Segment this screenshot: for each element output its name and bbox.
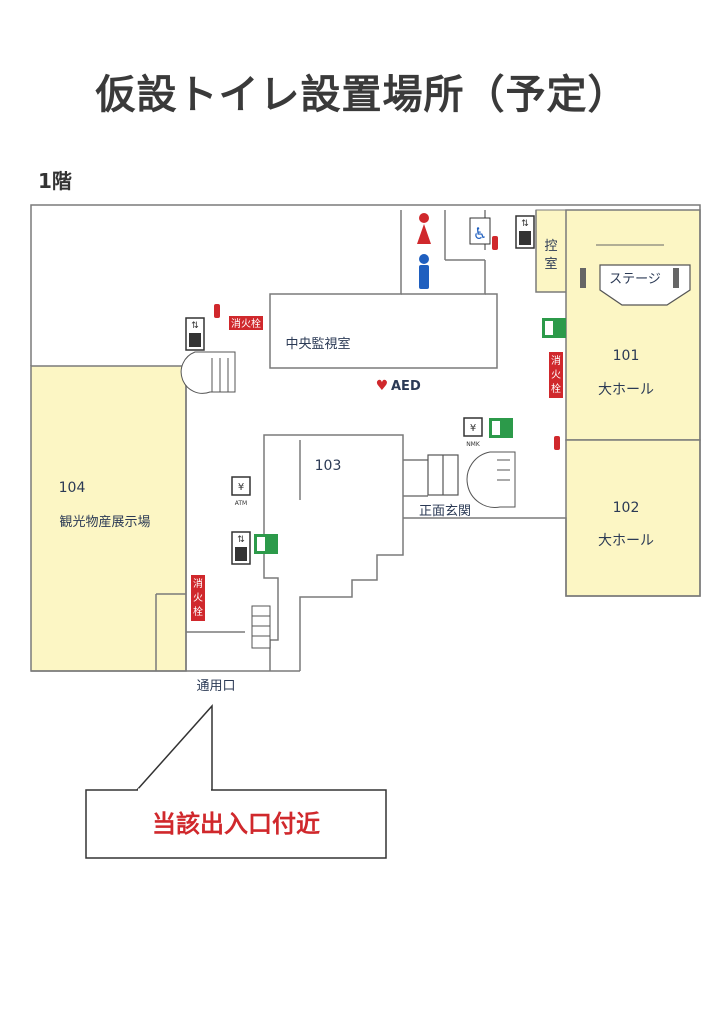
hydrant-marker-2: 消 火 栓: [549, 352, 563, 398]
svg-text:消火栓: 消火栓: [231, 317, 261, 330]
svg-text:⇅: ⇅: [237, 535, 245, 545]
room-101[interactable]: [565, 209, 701, 441]
aed-icon: ♥: [376, 378, 389, 394]
room-102[interactable]: [565, 439, 701, 597]
page-title: 仮設トイレ設置場所（予定）: [95, 72, 629, 118]
aed-label: AED: [391, 379, 421, 394]
main-entrance-label: 正面玄関: [419, 504, 471, 519]
svg-text:ATM: ATM: [235, 500, 247, 507]
svg-text:火: 火: [193, 592, 203, 604]
svg-text:♿: ♿: [473, 224, 487, 243]
accessible-toilet-icon: ♿: [469, 217, 491, 245]
callout-box: [85, 704, 387, 859]
emergency-exit-icon-3: [254, 534, 278, 554]
control-room-label-2: 室: [544, 256, 557, 272]
service-entrance-label: 通用口: [196, 679, 235, 694]
room-102-name: 大ホール: [598, 533, 654, 549]
female-toilet-icon: [417, 213, 431, 244]
control-room-label-1: 控: [544, 239, 557, 254]
elevator-icon-3: ⇅: [515, 215, 535, 249]
room-101-number: 101: [613, 348, 640, 364]
svg-text:消: 消: [551, 354, 561, 367]
stairs-icon-2: [466, 451, 516, 508]
hydrant-marker: 消火栓: [229, 316, 263, 330]
svg-text:栓: 栓: [193, 605, 203, 618]
elevator-icon-2: ⇅: [231, 531, 251, 565]
svg-text:¥: ¥: [470, 423, 476, 434]
atm-icon: ¥ ATM: [231, 476, 251, 507]
stairs-icon: [180, 351, 236, 394]
stage: [580, 244, 691, 306]
svg-text:⇅: ⇅: [191, 321, 199, 331]
stage-label: ステージ: [609, 272, 661, 287]
room-104-name: 観光物産展示場: [59, 514, 150, 530]
svg-text:火: 火: [551, 369, 561, 381]
fire-extinguisher-icon: [214, 236, 560, 450]
svg-text:¥: ¥: [238, 482, 244, 493]
entrance-doors: [427, 454, 459, 496]
nmk-icon: ¥ NMK: [463, 417, 483, 448]
emergency-exit-icon: [542, 318, 566, 338]
emergency-exit-icon-2: [489, 418, 513, 438]
room-102-number: 102: [613, 500, 640, 516]
floor-label: 1階: [38, 169, 72, 193]
elevator-icon: ⇅: [185, 317, 205, 351]
stairs-icon-3: [251, 605, 271, 649]
svg-text:栓: 栓: [551, 382, 561, 395]
callout-text: 当該出入口付近: [152, 810, 320, 838]
svg-text:NMK: NMK: [466, 441, 481, 448]
svg-text:⇅: ⇅: [521, 219, 529, 229]
svg-text:消: 消: [193, 577, 203, 590]
male-toilet-icon: [419, 254, 429, 289]
room-104-number: 104: [59, 480, 86, 496]
room-103-number: 103: [315, 458, 342, 474]
svg-text:♥: ♥: [376, 378, 389, 394]
monitor-room-label: 中央監視室: [285, 336, 350, 352]
room-101-name: 大ホール: [598, 382, 654, 398]
hydrant-marker-3: 消 火 栓: [191, 575, 205, 621]
